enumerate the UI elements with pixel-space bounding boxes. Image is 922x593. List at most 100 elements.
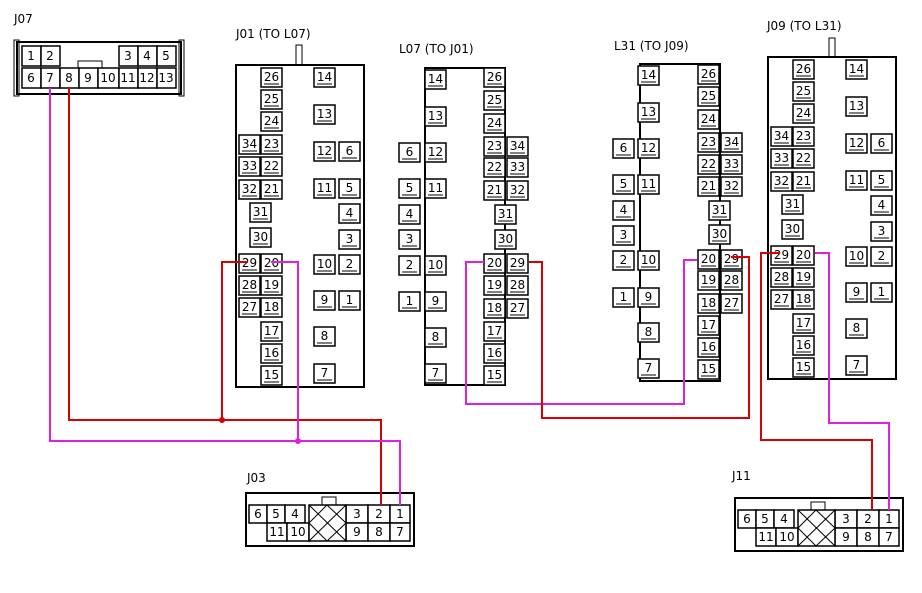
j09-pin-13	[845, 96, 868, 117]
l31-pin-31-label: 31	[712, 203, 727, 217]
j03-pin-10-label: 10	[290, 525, 305, 539]
j09-pin-10	[845, 246, 868, 267]
wire-j09-29-to-j11-2	[760, 252, 873, 510]
l07-pin-29-label: 29	[510, 256, 525, 270]
j03-pin-6-label: 6	[254, 507, 262, 521]
j11-connector: 6 5 4 3 2 1 11 10 9 8 7	[734, 497, 904, 552]
l07-pin-9	[424, 291, 447, 312]
l07-pin-15	[483, 365, 506, 386]
l31-pin-3-label: 3	[620, 228, 628, 242]
l31-pin-6	[612, 138, 635, 159]
j11-pin-1-label: 1	[885, 512, 893, 526]
l07-pin-34-label: 34	[510, 139, 525, 153]
j07-pin-5-label: 5	[162, 49, 170, 63]
j01-pin-7	[313, 363, 336, 384]
l07-pin-2-label: 2	[406, 258, 414, 272]
l07-pin-19	[483, 275, 506, 296]
l07-pin-30-label: 30	[498, 232, 513, 246]
l31-pin-4-label: 4	[620, 203, 628, 217]
j07-pin-13	[156, 67, 177, 89]
j01-pin-1-label: 1	[346, 293, 354, 307]
j09-pin-28	[770, 267, 793, 288]
j09-pin-2-label: 2	[878, 249, 886, 263]
j09-pin-24	[792, 103, 815, 124]
j01-pin-14	[313, 67, 336, 88]
j01-pin-30-label: 30	[253, 230, 268, 244]
l07-pin-10-label: 10	[428, 258, 443, 272]
l31-pin-1	[612, 287, 635, 308]
j09-pin-5-label: 5	[878, 173, 886, 187]
l31-pin-13	[637, 102, 660, 123]
l07-pin-22	[483, 157, 506, 178]
l07-pin-12	[424, 142, 447, 163]
j09-pin-14	[845, 59, 868, 80]
j01-pin-23-label: 23	[264, 137, 279, 151]
l31-pin-25	[697, 86, 720, 107]
j09-pin-31	[781, 194, 804, 215]
l07-pin-27	[506, 298, 529, 319]
l31-pin-9	[637, 287, 660, 308]
j07-label: J07	[13, 12, 33, 26]
j09-pin-8-label: 8	[853, 321, 861, 335]
j09-pin-34	[770, 126, 793, 147]
j01-pin-17-label: 17	[264, 324, 279, 338]
l07-pin-18-label: 18	[487, 301, 502, 315]
j11-label: J11	[731, 469, 751, 483]
j01-pin-24-label: 24	[264, 114, 279, 128]
j09-pin-3-label: 3	[878, 224, 886, 238]
l31-pin-28-label: 28	[724, 273, 739, 287]
j01-pin-29	[238, 253, 261, 274]
l31-pin-33-label: 33	[724, 157, 739, 171]
j09-pin-25-label: 25	[796, 84, 811, 98]
l31-pin-7-label: 7	[645, 361, 653, 375]
l31-pin-29-label: 29	[724, 252, 739, 266]
j03-pin-4-label: 4	[291, 507, 299, 521]
l07-pin-31	[494, 204, 517, 225]
l07-pin-14-label: 14	[428, 72, 443, 86]
j01-pin-13	[313, 104, 336, 125]
l31-pin-24-label: 24	[701, 112, 716, 126]
j01-pin-16	[260, 343, 283, 364]
l31-pin-20-label: 20	[701, 252, 716, 266]
j03-label: J03	[246, 471, 266, 485]
j01-pin-3	[338, 229, 361, 250]
l07-pin-22-label: 22	[487, 160, 502, 174]
j09-pin-24-label: 24	[796, 106, 811, 120]
j07-connector: 1 2 3 4 5 6 7 8 9 10 11 12 13	[13, 39, 185, 97]
l31-pin-14	[637, 65, 660, 86]
j07-pin-5	[156, 45, 177, 67]
l31-pin-1-label: 1	[620, 290, 628, 304]
j03-connector: 6 5 4 3 2 1 11 10 9 8 7	[245, 492, 415, 547]
l07-pin-29	[506, 253, 529, 274]
l07-pin-24-label: 24	[487, 116, 502, 130]
l31-pin-34-label: 34	[724, 135, 739, 149]
j01-pin-29-label: 29	[242, 256, 257, 270]
l31-pin-28	[720, 270, 743, 291]
j01-pin-11-label: 11	[317, 181, 332, 195]
j11-pin-2-label: 2	[864, 512, 872, 526]
j09-pin-3	[870, 221, 893, 242]
j11-pin-5-label: 5	[761, 512, 769, 526]
l07-pin-9-label: 9	[432, 294, 440, 308]
j03-pin-8-label: 8	[375, 525, 383, 539]
j01-pin-17	[260, 321, 283, 342]
j09-pin-11	[845, 170, 868, 191]
j07-pin-11-label: 11	[120, 71, 135, 85]
j09-pin-23-label: 23	[796, 129, 811, 143]
j01-pin-10-label: 10	[317, 257, 332, 271]
l07-pin-21	[483, 180, 506, 201]
l31-pin-4	[612, 200, 635, 221]
j01-pin-8	[313, 326, 336, 347]
j09-pin-21	[792, 171, 815, 192]
l31-pin-12	[637, 138, 660, 159]
j01-pin-9-label: 9	[321, 293, 329, 307]
j01-pin-22-label: 22	[264, 159, 279, 173]
j09-pin-7	[845, 355, 868, 376]
j03-blank-cavities	[308, 504, 347, 542]
j01-pin-32-label: 32	[242, 182, 257, 196]
